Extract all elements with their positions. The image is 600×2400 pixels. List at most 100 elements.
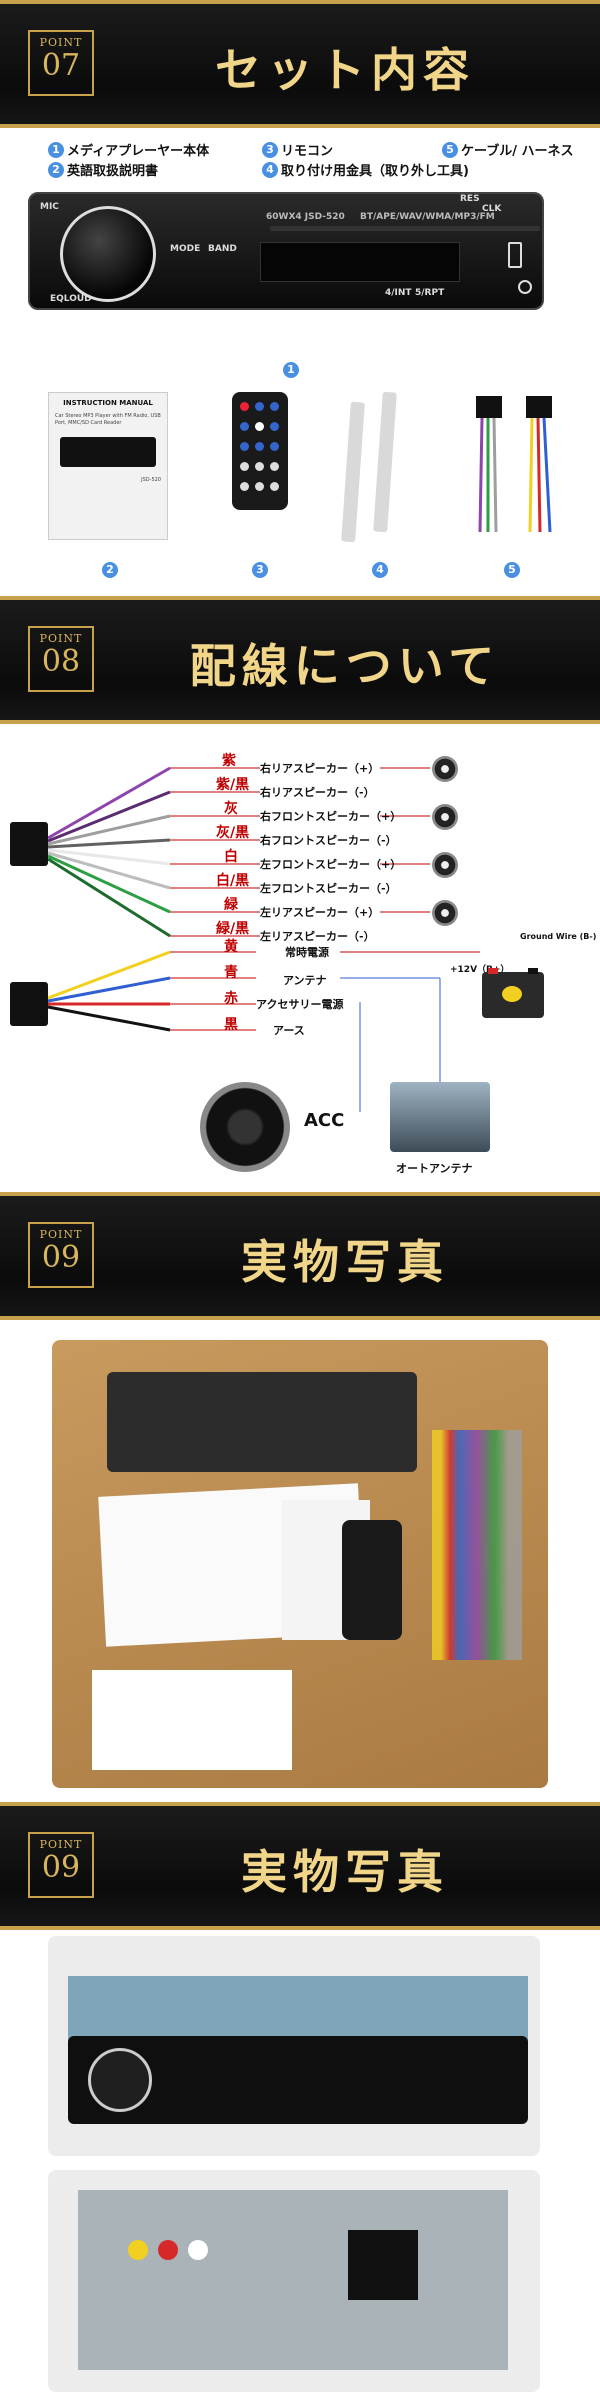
item-number-badge: 3: [262, 141, 278, 158]
contents-item-label: リモコン: [281, 144, 334, 159]
contents-item-label: メディアプレーヤー本体: [67, 144, 210, 159]
battery-icon: [482, 968, 544, 1018]
wire-function-label: 右フロントスピーカー（+）: [260, 810, 402, 823]
wire-color-label: 灰: [224, 801, 238, 817]
wire-color-label: 黄: [224, 939, 238, 955]
model-label: 60WX4 JSD-520: [266, 212, 345, 222]
speaker-icon: [432, 756, 458, 782]
item-number-badge: 4: [262, 161, 278, 178]
power-connector: [10, 982, 48, 1026]
wire-function-label: 左フロントスピーカー（-）: [260, 882, 397, 895]
front-view-photo: [48, 1936, 540, 2156]
wire-color-label: 青: [224, 965, 238, 981]
speaker-wire: [47, 790, 171, 843]
point-badge: POINT 08: [28, 626, 94, 692]
volume-knob: [60, 206, 156, 302]
contents-legend: 1 メディアプレーヤー本体 2 英語取扱説明書 3 リモコン 4 取り付け用金具…: [48, 140, 588, 180]
manual-subtitle: Car Stereo MP3 Player with FM Radio, USB…: [55, 413, 161, 426]
wire-color-label: 白: [224, 849, 238, 865]
point-word: POINT: [39, 36, 83, 49]
product-set-photo: [52, 1340, 548, 1788]
instruction-manual-image: INSTRUCTION MANUAL Car Stereo MP3 Player…: [48, 392, 168, 540]
contents-item-label: ケーブル/ ハーネス: [461, 144, 574, 159]
wire-color-label: 灰/黒: [216, 825, 250, 841]
item-number-badge: 2: [48, 161, 64, 178]
point-word: POINT: [39, 1838, 83, 1851]
manual-model: JSD-520: [141, 477, 161, 483]
auto-antenna-label: オートアンテナ: [396, 1162, 473, 1175]
speaker-wire: [47, 851, 171, 890]
power-wire: [47, 976, 171, 1003]
item-number-badge: 5: [442, 141, 458, 158]
wire-color-label: 赤: [224, 991, 238, 1007]
power-wire: [47, 950, 171, 1000]
media-player-unit: MIC RES CLK EQLOUD MODE BAND 60WX4 JSD-5…: [28, 192, 544, 310]
speaker-wire: [47, 814, 171, 846]
point-word: POINT: [39, 632, 83, 645]
aux-port: [518, 280, 532, 294]
contents-item: 4 取り付け用金具（取り外し工具): [262, 160, 469, 179]
item-number-badge: 4: [372, 562, 388, 578]
band-label: BAND: [208, 244, 237, 254]
wire-function-label: 左リアスピーカー（-）: [260, 930, 375, 943]
cd-slot: [270, 226, 540, 231]
battery-plus-label: +12V（B+）: [450, 965, 510, 975]
contents-item-label: 英語取扱説明書: [67, 164, 159, 179]
contents-item: 2 英語取扱説明書: [48, 160, 158, 179]
item-ref-1: 1: [283, 358, 302, 378]
item-number-badge: 1: [48, 141, 64, 158]
contents-item: 3 リモコン: [262, 140, 333, 159]
contents-item: 1 メディアプレーヤー本体: [48, 140, 209, 159]
wire-color-label: 紫/黒: [216, 777, 250, 793]
acc-key-image: [200, 1082, 290, 1172]
section-banner-09b: POINT 09 実物写真: [0, 1802, 600, 1930]
item-number-badge: 2: [102, 562, 118, 578]
speaker-icon: [432, 804, 458, 830]
wiring-lines: [47, 766, 480, 1112]
wire-function-label: 常時電源: [285, 946, 329, 959]
contents-item: 5 ケーブル/ ハーネス: [442, 140, 574, 159]
wire-function-label: アース: [273, 1024, 305, 1037]
power-wire: [47, 1005, 171, 1032]
remote-control-image: [232, 392, 288, 510]
point-number: 09: [41, 1240, 81, 1275]
item-number-badge: 1: [283, 362, 299, 378]
section-banner-09: POINT 09 実物写真: [0, 1192, 600, 1320]
wire-function-label: アンテナ: [283, 974, 327, 987]
speaker-wire: [47, 838, 171, 849]
res-label: RES: [460, 194, 480, 204]
manual-title: INSTRUCTION MANUAL: [63, 399, 153, 407]
wire-function-label: 右リアスピーカー（+）: [260, 762, 380, 775]
wire-color-label: 緑: [224, 897, 238, 913]
wire-function-label: 右リアスピーカー（-）: [260, 786, 375, 799]
section-banner-08: POINT 08 配線について: [0, 596, 600, 724]
point-badge: POINT 09: [28, 1222, 94, 1288]
section-title: 実物写真: [241, 1235, 449, 1289]
wire-color-label: 紫: [222, 753, 236, 769]
usb-port: [508, 242, 522, 268]
wire-color-label: 緑/黒: [216, 921, 250, 937]
wire-function-label: アクセサリー電源: [256, 998, 344, 1011]
section-title: 配線について: [189, 639, 501, 693]
point-badge: POINT 07: [28, 30, 94, 96]
speaker-icon: [432, 900, 458, 926]
wiring-diagram: 紫 右リアスピーカー（+） 紫/黒 右リアスピーカー（-） 灰 右フロントスピー…: [0, 672, 600, 1192]
removal-tools-image: [341, 391, 404, 543]
wire-function-label: 左リアスピーカー（+）: [260, 906, 380, 919]
speaker-wire: [47, 854, 171, 914]
speaker-icon: [432, 852, 458, 878]
item-number-badge: 5: [504, 562, 520, 578]
section-banner-07: POINT 07 セット内容: [0, 0, 600, 128]
mic-label: MIC: [40, 202, 59, 212]
auto-antenna-image: [390, 1082, 490, 1152]
speaker-wire: [47, 766, 171, 840]
section-title: セット内容: [215, 43, 475, 97]
ground-wire-label: Ground Wire (B-): [520, 932, 597, 941]
speaker-connector: [10, 822, 48, 866]
formats-label: BT/APE/WAV/WMA/MP3/FM: [360, 212, 495, 222]
section-title: 実物写真: [241, 1845, 449, 1899]
speaker-wire: [47, 857, 171, 938]
clk-label: CLK: [482, 204, 502, 214]
wire-color-label: 白/黒: [216, 873, 250, 889]
manual-unit-picture: [60, 437, 156, 467]
